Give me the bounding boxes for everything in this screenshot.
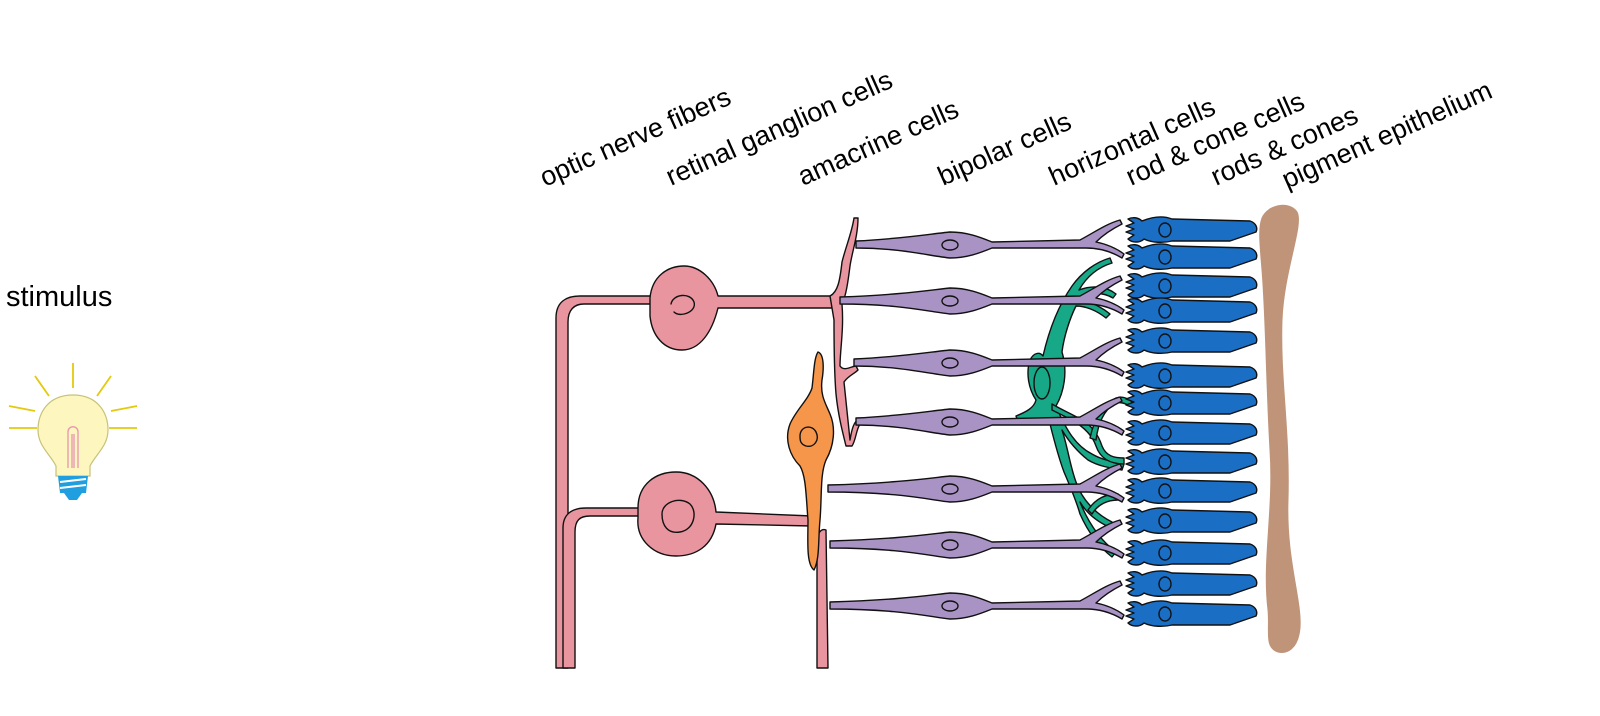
photoreceptor-nucleus: [1158, 454, 1172, 470]
photoreceptor-body: [1125, 419, 1258, 447]
ganglion-cells: [555, 217, 861, 669]
bipolar-cell-body: [829, 519, 1125, 559]
photoreceptor-cell: [1125, 477, 1258, 505]
photoreceptor-body: [1125, 507, 1258, 535]
stimulus-label: stimulus: [6, 281, 112, 313]
light-bulb-icon: [8, 363, 138, 500]
bulb-rays: [8, 363, 138, 429]
label-retinal-ganglion-cells: retinal ganglion cells: [661, 65, 897, 192]
ganglion-cell-lower: [637, 471, 813, 557]
photoreceptor-body: [1125, 362, 1258, 390]
bipolar-cell: [855, 219, 1125, 259]
photoreceptor-nucleus: [1158, 513, 1172, 529]
bipolar-cell-body: [839, 275, 1125, 315]
photoreceptor-cell: [1125, 216, 1258, 244]
photoreceptor-cell: [1125, 389, 1258, 417]
bipolar-cell-body: [829, 580, 1125, 620]
photoreceptor-cell: [1125, 507, 1258, 535]
bipolar-cell-body: [855, 219, 1125, 259]
bulb-filament: [67, 426, 79, 468]
photoreceptor-nucleus: [1158, 303, 1172, 319]
photoreceptor-nucleus: [1158, 425, 1172, 441]
bipolar-cell: [827, 463, 1125, 503]
photoreceptor-cell: [1125, 539, 1258, 567]
photoreceptor-nucleus: [1158, 483, 1172, 499]
bipolar-cell: [829, 519, 1125, 559]
bipolar-cell-body: [827, 463, 1125, 503]
layer-labels: optic nerve fibers retinal ganglion cell…: [535, 65, 1496, 195]
photoreceptor-nucleus: [1158, 606, 1172, 622]
bipolar-cell-body: [855, 396, 1125, 436]
photoreceptor-body: [1125, 216, 1258, 244]
photoreceptor-cell: [1125, 570, 1258, 598]
photoreceptor-body: [1125, 297, 1258, 325]
photoreceptor-body: [1125, 243, 1258, 271]
photoreceptor-body: [1125, 327, 1258, 355]
bipolar-cell: [855, 396, 1125, 436]
bipolar-nucleus: [941, 239, 959, 251]
photoreceptor-nucleus: [1158, 278, 1172, 294]
photoreceptor-body: [1125, 477, 1258, 505]
bipolar-cells: [827, 219, 1125, 620]
photoreceptor-cell: [1125, 448, 1258, 476]
bipolar-nucleus: [941, 295, 959, 307]
bipolar-cell-body: [853, 337, 1125, 377]
amacrine-cell: [786, 351, 835, 571]
photoreceptor-body: [1125, 600, 1258, 628]
bipolar-nucleus: [941, 600, 959, 612]
pigment-epithelium: [1259, 204, 1301, 653]
photoreceptors: [1125, 216, 1258, 628]
photoreceptor-nucleus: [1158, 333, 1172, 349]
photoreceptor-cell: [1125, 600, 1258, 628]
photoreceptor-nucleus: [1158, 545, 1172, 561]
photoreceptor-body: [1125, 272, 1258, 300]
photoreceptor-body: [1125, 539, 1258, 567]
photoreceptor-cell: [1125, 243, 1258, 271]
bipolar-nucleus: [941, 483, 959, 495]
photoreceptor-nucleus: [1158, 222, 1172, 238]
ganglion-cell-upper: [649, 265, 835, 351]
photoreceptor-cell: [1125, 327, 1258, 355]
bipolar-cell: [829, 580, 1125, 620]
bulb-glass: [37, 394, 109, 477]
photoreceptor-body: [1125, 570, 1258, 598]
bipolar-cell: [853, 337, 1125, 377]
photoreceptor-cell: [1125, 362, 1258, 390]
bipolar-nucleus: [941, 539, 959, 551]
optic-nerve-fiber-2: [562, 507, 641, 669]
photoreceptor-body: [1125, 389, 1258, 417]
ganglion-dendrite: [829, 217, 861, 447]
photoreceptor-nucleus: [1158, 395, 1172, 411]
photoreceptor-body: [1125, 448, 1258, 476]
photoreceptor-cell: [1125, 272, 1258, 300]
bipolar-nucleus: [941, 357, 959, 369]
photoreceptor-cell: [1125, 419, 1258, 447]
bipolar-cell: [839, 275, 1125, 315]
photoreceptor-nucleus: [1158, 576, 1172, 592]
bipolar-nucleus: [941, 416, 959, 428]
photoreceptor-nucleus: [1158, 249, 1172, 265]
photoreceptor-cell: [1125, 297, 1258, 325]
photoreceptor-nucleus: [1158, 368, 1172, 384]
